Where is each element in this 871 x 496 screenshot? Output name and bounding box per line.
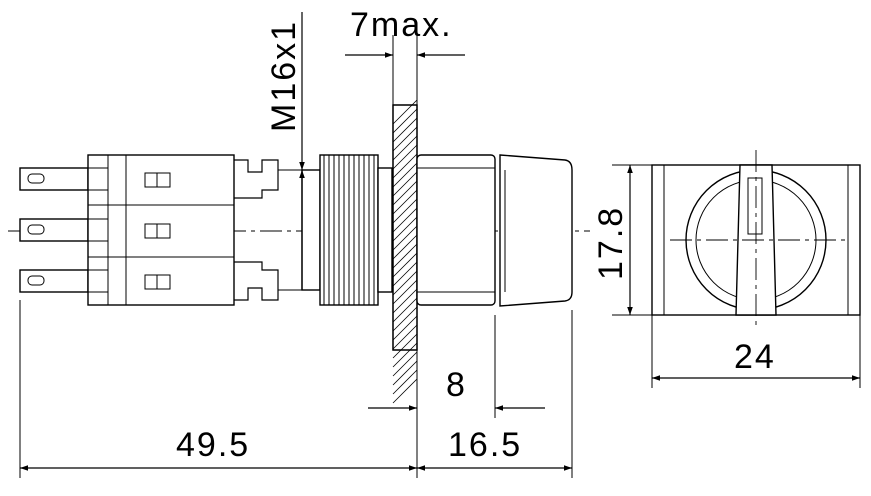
switch-body	[87, 154, 302, 306]
width-dimension-label: 24	[734, 338, 776, 376]
height-dimension-label: 17.8	[592, 206, 630, 280]
dimension-lines	[19, 12, 861, 478]
front-view	[651, 150, 861, 330]
overall-front-dimension-label: 16.5	[448, 426, 522, 464]
panel-section	[392, 99, 418, 404]
panel-max-dimension-label: 7max.	[350, 6, 453, 44]
overall-rear-dimension-label: 49.5	[176, 426, 250, 464]
selector-knob	[499, 154, 573, 307]
bezel-dimension-label: 8	[446, 366, 467, 404]
thread-dimension-label: M16x1	[265, 20, 303, 132]
side-view	[8, 99, 590, 404]
front-bezel	[416, 154, 496, 306]
terminals	[19, 167, 89, 293]
threaded-bushing	[301, 154, 393, 306]
